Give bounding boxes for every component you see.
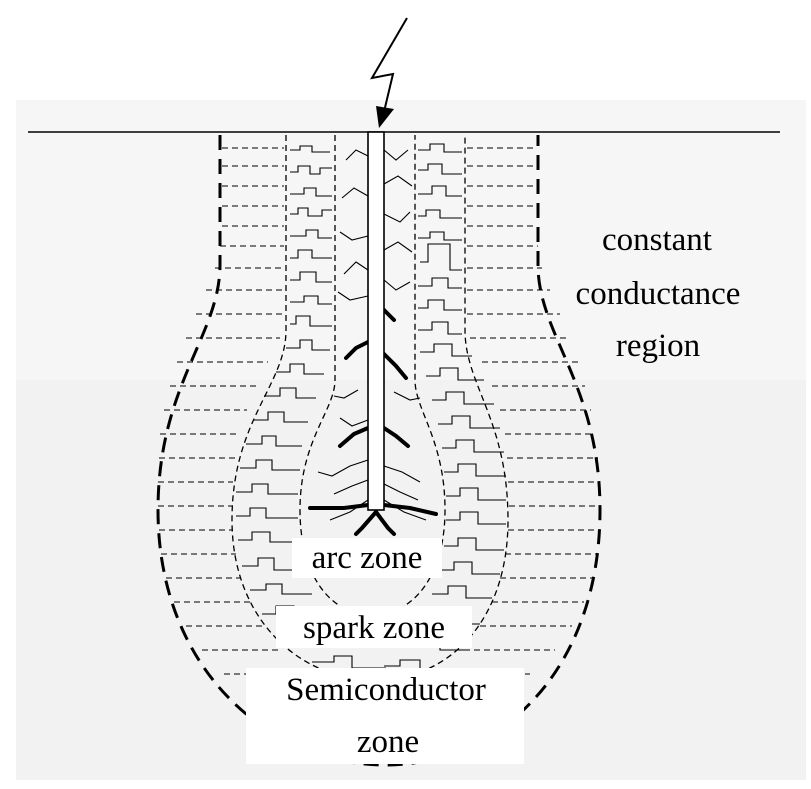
spark-zone-label: spark zone <box>303 610 445 646</box>
arc-zone-label: arc zone <box>312 540 423 576</box>
spark-zone-label-backdrop <box>276 606 472 648</box>
constant-conductance-label-line2: conductance <box>576 276 741 312</box>
semiconductor-label-backdrop <box>246 668 524 764</box>
grounding-rod <box>367 131 385 511</box>
semiconductor-region-hatching <box>158 147 600 725</box>
lightning-bolt-icon <box>370 17 408 128</box>
semiconductor-zone-label-line2: zone <box>357 724 419 760</box>
semiconductor-zone-label-line1: Semiconductor <box>286 672 486 708</box>
arc-zone-label-backdrop <box>292 538 442 578</box>
constant-conductance-label-line1: constant <box>602 222 712 258</box>
arc-discharges <box>308 308 438 536</box>
semiconductor-zone-boundary <box>156 135 602 767</box>
constant-conductance-label-line3: region <box>616 328 700 364</box>
